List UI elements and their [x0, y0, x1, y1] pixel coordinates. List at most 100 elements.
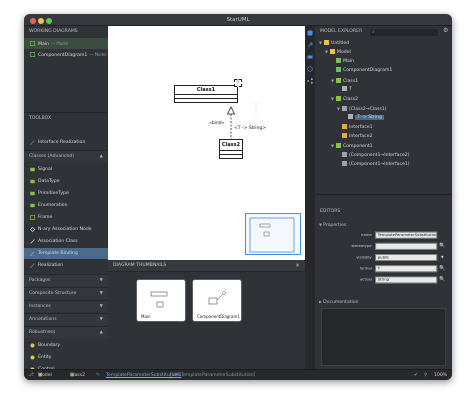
- zoom-level[interactable]: 100%: [434, 373, 448, 378]
- tree-item[interactable]: ▼(Class2→Class1): [337, 104, 386, 113]
- tool-nary-association-node[interactable]: N-ary Association Node: [24, 224, 108, 235]
- tree-toggle-icon[interactable]: ▼: [319, 40, 322, 45]
- actual-field[interactable]: String: [375, 276, 438, 284]
- primitive-type-icon: [30, 191, 35, 196]
- tree-item-label: Main: [343, 58, 354, 64]
- tree-node-icon: [336, 77, 341, 83]
- close-window-button[interactable]: [30, 17, 36, 24]
- chevron-up-icon: ▲: [99, 330, 103, 335]
- sidebar-divider[interactable]: [24, 112, 108, 113]
- stereotype-field[interactable]: [375, 242, 438, 250]
- editors-header: EDITORS: [320, 209, 341, 214]
- chevron-down-icon: ▾: [440, 254, 444, 261]
- explorer-search-input[interactable]: ⌕: [370, 28, 438, 36]
- tool-enumeration[interactable]: Enumeration: [24, 200, 108, 211]
- tool-primitivetype[interactable]: PrimitiveType: [24, 188, 108, 199]
- tool-template-binding[interactable]: Template Binding: [24, 248, 108, 259]
- close-icon[interactable]: ×: [294, 262, 300, 269]
- thumbnail-componentdiagram1[interactable]: ComponentDiagram1: [192, 279, 242, 322]
- name-field[interactable]: TemplateParameterSubstitution1: [375, 231, 438, 239]
- tree-item[interactable]: Interface2: [337, 132, 373, 141]
- tool-interface-realization[interactable]: Interface Realization: [24, 137, 108, 148]
- formal-search-button[interactable]: 🔍: [439, 265, 446, 272]
- tree-item[interactable]: ▼Class1: [331, 76, 358, 85]
- template-binding-icon: [30, 251, 35, 256]
- layers-icon[interactable]: [307, 54, 313, 60]
- toolbox-group-classes-advanced[interactable]: Classes (Advanced)▲: [24, 150, 108, 162]
- tree-item[interactable]: T: [337, 85, 352, 94]
- signal-icon: [30, 167, 35, 172]
- panel-divider[interactable]: [315, 194, 452, 195]
- tree-item[interactable]: ComponentDiagram1: [331, 66, 392, 75]
- class2-name: Class2: [221, 142, 241, 148]
- formal-field[interactable]: T: [375, 265, 438, 273]
- binding-substitution-label[interactable]: <T -> String>: [234, 126, 266, 131]
- working-diagram-main[interactable]: Main— Model: [24, 38, 108, 49]
- visibility-select[interactable]: public: [375, 254, 438, 261]
- tree-item[interactable]: ▼Model: [325, 47, 351, 56]
- compass-icon[interactable]: [307, 66, 313, 72]
- tool-association-class[interactable]: Association Class: [24, 236, 108, 247]
- tree-toggle-icon[interactable]: ▼: [331, 77, 334, 83]
- tool-boundary[interactable]: Boundary: [24, 340, 108, 351]
- working-diagram-component[interactable]: ComponentDiagram1— Model: [24, 49, 108, 60]
- diagram-canvas[interactable]: Class1 T «bind» <T -> String> Class2: [108, 26, 305, 260]
- tree-item[interactable]: Main: [331, 57, 354, 66]
- tool-entity[interactable]: Entity: [24, 352, 108, 363]
- tool-frame[interactable]: Frame: [24, 212, 108, 223]
- thumbnail-main[interactable]: Main: [136, 279, 186, 322]
- tool-realization[interactable]: Realization: [24, 260, 108, 271]
- stereotype-search-button[interactable]: 🔍: [439, 243, 446, 250]
- minimap-preview: [249, 217, 295, 253]
- template-binding-connector[interactable]: [108, 26, 305, 260]
- tool-signal[interactable]: Signal: [24, 164, 108, 175]
- canvas-minimap[interactable]: [245, 213, 301, 255]
- left-sidebar: WORKING DIAGRAMS Main— Model ComponentDi…: [24, 26, 108, 372]
- class1-compartment-line: [175, 94, 237, 95]
- tree-node-icon: [342, 123, 347, 129]
- chevron-up-icon: ▲: [99, 154, 103, 159]
- documentation-textarea[interactable]: [321, 308, 446, 366]
- actual-search-button[interactable]: 🔍: [439, 276, 446, 283]
- tree-item[interactable]: ▼Component1: [331, 141, 373, 150]
- toolbox-group-robustness[interactable]: Robustness▲: [24, 326, 108, 338]
- gear-icon[interactable]: ⚙: [443, 27, 449, 34]
- properties-header[interactable]: ▼ Properties: [319, 222, 347, 228]
- documentation-header[interactable]: ▶ Documentation: [319, 299, 359, 305]
- tree-item[interactable]: ▼ Untitled: [319, 38, 349, 47]
- working-diagrams-header: WORKING DIAGRAMS: [29, 29, 78, 34]
- toolbox-group-packages[interactable]: Packages▼: [24, 274, 108, 286]
- tree-item[interactable]: Interface1: [337, 123, 373, 132]
- tree-item[interactable]: (Component1→Interface2): [337, 151, 410, 160]
- model-explorer-header: MODEL EXPLORER: [320, 29, 363, 34]
- puzzle-icon[interactable]: [307, 30, 313, 36]
- tree-toggle-icon[interactable]: ▼: [337, 105, 340, 111]
- arrow-icon[interactable]: [307, 42, 313, 48]
- tree-item-label: Interface1: [349, 124, 373, 130]
- toolbox-group-composite-structure[interactable]: Composite Structure▼: [24, 287, 108, 299]
- visibility-dropdown-button[interactable]: ▾: [439, 254, 446, 261]
- tree-toggle-icon[interactable]: ▼: [331, 96, 334, 102]
- zoom-icon[interactable]: ⚲: [424, 373, 428, 378]
- share-icon[interactable]: [307, 78, 313, 84]
- tree-item[interactable]: (Component1→Interface1): [337, 160, 410, 169]
- toolbox-group-instances[interactable]: Instances▼: [24, 300, 108, 312]
- class2-shape[interactable]: Class2: [219, 139, 243, 159]
- tree-toggle-icon[interactable]: ▼: [331, 143, 334, 149]
- template-parameter-box[interactable]: T: [234, 79, 242, 87]
- tree-item[interactable]: ▼Class2: [331, 94, 358, 103]
- association-class-icon: [30, 239, 35, 244]
- tree-toggle-icon[interactable]: ▼: [325, 49, 328, 55]
- minimize-window-button[interactable]: [38, 17, 44, 24]
- maximize-window-button[interactable]: [46, 17, 52, 24]
- tree-item-label: Untitled: [331, 41, 350, 46]
- class1-shape[interactable]: Class1: [174, 85, 238, 103]
- tool-datatype[interactable]: DataType: [24, 176, 108, 187]
- pencil-icon[interactable]: ✎: [96, 373, 100, 378]
- git-icon[interactable]: ⎇: [28, 372, 34, 378]
- status-element[interactable]: TemplateParameterSubstitution1: [106, 373, 182, 378]
- toolbox-group-annotations[interactable]: Annotations▼: [24, 313, 108, 325]
- tree-node-icon: [336, 67, 341, 73]
- tree-item[interactable]: T -> String: [343, 113, 384, 122]
